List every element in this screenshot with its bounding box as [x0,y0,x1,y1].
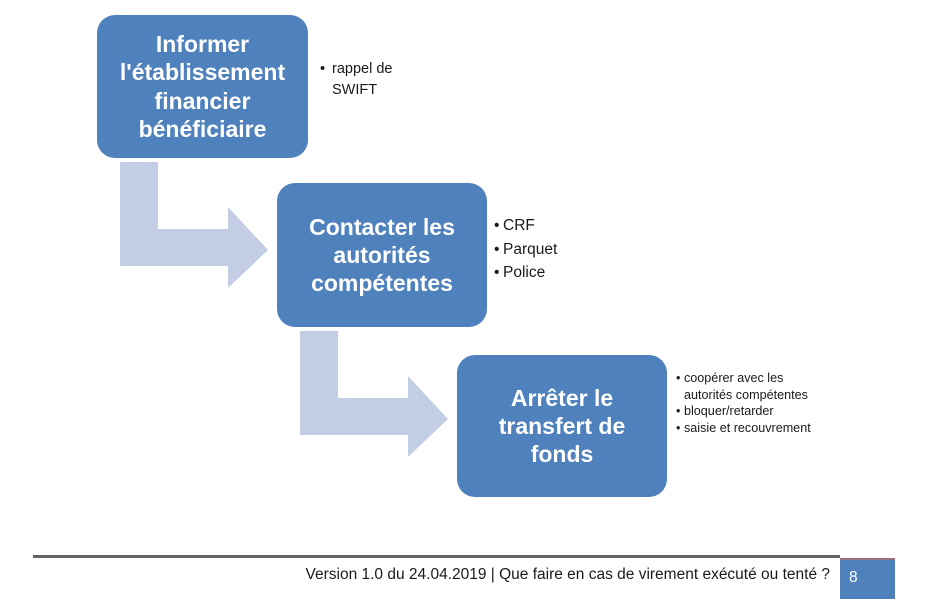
bullet-text: Police [503,264,546,282]
page-number-badge: 8 [840,558,895,599]
footer-divider [33,555,840,558]
process-box-label: Arrêter le transfert de fonds [498,384,626,468]
process-box-arreter[interactable]: Arrêter le transfert de fonds [457,355,667,497]
list-item: • saisie et recouvrement [676,420,816,437]
process-box-informer[interactable]: Informer l'établissement financier bénéf… [97,15,308,158]
list-item: • coopérer avec les autorités compétente… [676,370,816,403]
list-item: • Police [494,261,624,285]
bullet-text: coopérer avec les autorités compétentes [684,371,808,402]
process-box-contacter[interactable]: Contacter les autorités compétentes [277,183,487,327]
bullet-text: saisie et recouvrement [684,420,811,435]
bullet-icon: • [494,217,500,234]
list-item: • rappel de SWIFT [320,59,440,100]
bullet-list-box-3: • coopérer avec les autorités compétente… [676,370,816,436]
bent-arrow-down-right-icon [300,331,448,457]
bullet-text: Parquet [503,240,558,258]
bullet-icon: • [676,404,681,419]
bullet-list-box-2: • CRF • Parquet • Police [494,214,624,285]
bullet-icon: • [676,420,681,435]
list-item: • bloquer/retarder [676,403,816,420]
bullet-text: rappel de SWIFT [332,61,393,98]
list-item: • CRF [494,214,624,238]
list-item: • Parquet [494,238,624,262]
footer-caption: Version 1.0 du 24.04.2019 | Que faire en… [305,566,831,583]
bullet-text: CRF [503,217,535,234]
bullet-icon: • [320,61,326,77]
bullet-list-box-1: • rappel de SWIFT [320,59,440,100]
bullet-icon: • [494,264,500,282]
process-box-label: Informer l'établissement financier bénéf… [119,31,286,142]
bullet-icon: • [676,371,681,385]
page-number: 8 [849,569,858,586]
bullet-text: bloquer/retarder [684,404,774,419]
process-box-label: Contacter les autorités compétentes [309,213,455,297]
bent-arrow-down-right-icon [120,162,268,288]
bullet-icon: • [494,240,500,258]
